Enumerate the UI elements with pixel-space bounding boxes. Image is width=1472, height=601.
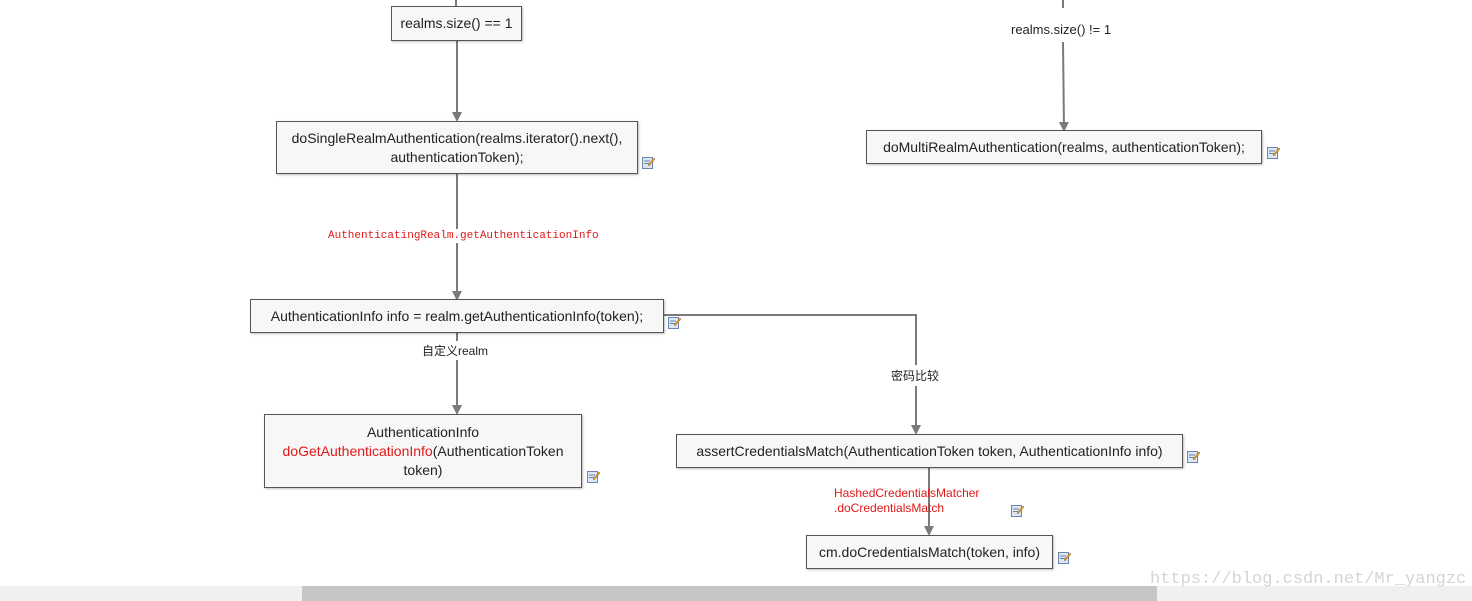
multi-realm-auth-node[interactable]: doMultiRealmAuthentication(realms, authe… — [866, 130, 1262, 164]
note-edit-icon[interactable] — [587, 470, 600, 483]
watermark-text: https://blog.csdn.net/Mr_yangzc — [1150, 570, 1467, 589]
note-edit-icon[interactable] — [1058, 551, 1071, 564]
cm-credentials-match-node[interactable]: cm.doCredentialsMatch(token, info) — [806, 535, 1053, 569]
note-edit-icon[interactable] — [1011, 504, 1024, 517]
assert-credentials-match-text: assertCredentialsMatch(AuthenticationTok… — [696, 442, 1163, 459]
single-realm-auth-text-line2: authenticationToken); — [390, 148, 524, 165]
do-get-info-method: doGetAuthenticationInfo — [282, 442, 433, 459]
note-edit-icon[interactable] — [1187, 450, 1200, 463]
single-realm-auth-node[interactable]: doSingleRealmAuthentication(realms.itera… — [276, 121, 638, 174]
custom-realm-label: 自定义realm — [421, 341, 490, 360]
single-realm-check-text: realms.size() == 1 — [400, 15, 513, 31]
do-get-info-line2: doGetAuthenticationInfo(AuthenticationTo… — [265, 442, 581, 461]
cm-credentials-match-text: cm.doCredentialsMatch(token, info) — [819, 543, 1040, 560]
matcher-label-line1: HashedCredentialsMatcher — [834, 486, 980, 500]
horizontal-scrollbar-thumb[interactable] — [302, 586, 1157, 601]
realm-call-label: AuthenticatingRealm.getAuthenticationInf… — [327, 229, 600, 243]
edge-get-info-to-assert — [664, 314, 921, 435]
get-authentication-info-node[interactable]: AuthenticationInfo info = realm.getAuthe… — [250, 299, 664, 333]
matcher-label-line2: .doCredentialsMatch — [834, 501, 945, 515]
single-realm-check-node[interactable]: realms.size() == 1 — [391, 6, 522, 41]
do-get-info-line3: token) — [403, 461, 443, 478]
do-get-info-params: (AuthenticationToken — [432, 442, 564, 459]
multi-realm-auth-text: doMultiRealmAuthentication(realms, authe… — [883, 138, 1245, 155]
note-edit-icon[interactable] — [668, 316, 681, 329]
assert-credentials-match-node[interactable]: assertCredentialsMatch(AuthenticationTok… — [676, 434, 1183, 468]
single-realm-auth-text-line1: doSingleRealmAuthentication(realms.itera… — [291, 129, 623, 146]
note-edit-icon[interactable] — [642, 156, 655, 169]
do-get-authentication-info-node[interactable]: AuthenticationInfo doGetAuthenticationIn… — [264, 414, 582, 488]
note-edit-icon[interactable] — [1267, 146, 1280, 159]
get-authentication-info-text: AuthenticationInfo info = realm.getAuthe… — [270, 307, 644, 324]
multi-condition-label: realms.size() != 1 — [1008, 21, 1115, 38]
password-compare-label: 密码比较 — [889, 365, 942, 386]
edge-multi-to-multi-auth — [1058, 41, 1069, 132]
do-get-info-line1: AuthenticationInfo — [366, 423, 480, 440]
